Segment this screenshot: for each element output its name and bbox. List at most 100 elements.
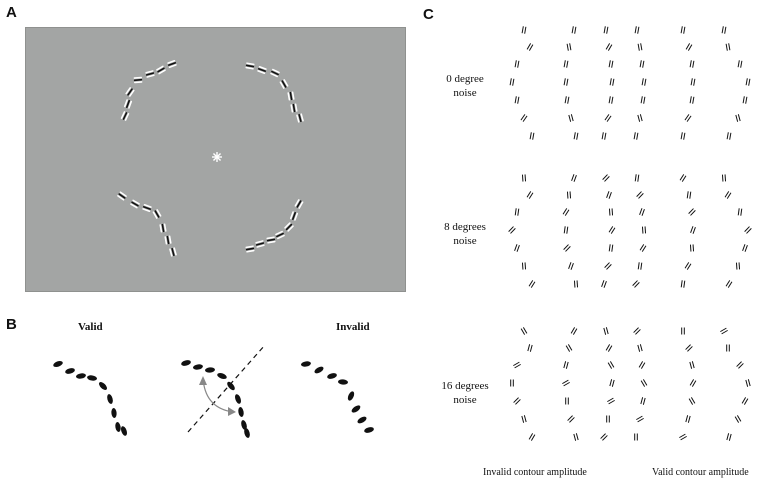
mirror-arrow-head-top [199, 376, 207, 385]
line-pair-s2-c1-r5 [514, 244, 520, 252]
line-pair-s1-c5-r7 [680, 132, 686, 140]
line-pair-s1-c1-r2 [526, 43, 534, 51]
pair-stroke [633, 327, 639, 333]
line-pair-s3-c1-r1 [520, 327, 528, 335]
line-pair-s2-c1-r1 [521, 174, 527, 182]
line-pair-s1-c5-r1 [680, 26, 686, 34]
gabor-stripe [292, 103, 296, 113]
gabor-stripe [267, 240, 276, 244]
pair-stroke [563, 244, 569, 250]
pair-stroke [737, 114, 741, 122]
pair-stroke [522, 115, 528, 122]
pair-stroke [720, 327, 727, 333]
pair-stroke [744, 226, 750, 232]
pair-stroke [686, 115, 692, 122]
pair-stroke [680, 26, 683, 34]
pair-stroke [569, 417, 575, 423]
invalid-contour-element-2 [314, 366, 324, 374]
gabor-element-arc4-7 [245, 245, 255, 253]
pair-stroke [691, 380, 697, 387]
gabor-stripe [127, 88, 133, 96]
gabor-stripe [270, 72, 278, 78]
gabor-stripe [161, 223, 165, 233]
stimulus-display [25, 27, 406, 292]
panel-letter-b: B [6, 316, 17, 333]
pair-stroke [508, 226, 514, 232]
line-pair-s3-c1-r3 [513, 361, 521, 369]
line-pair-s3-c1-r2 [527, 344, 533, 352]
pair-stroke [528, 433, 534, 440]
pair-stroke [576, 132, 579, 140]
gabor-stripe [159, 224, 163, 233]
line-pair-s2-c3-r5 [608, 244, 614, 252]
pair-stroke [680, 132, 683, 140]
pair-stroke [727, 281, 733, 288]
pair-stroke [601, 132, 604, 140]
pair-stroke [639, 208, 643, 216]
line-pair-s1-c4-r4 [641, 78, 647, 86]
pair-stroke [639, 60, 642, 68]
pair-stroke [637, 344, 641, 352]
valid-amplitude-label: Valid contour amplitude [652, 467, 749, 478]
line-pair-s3-c1-r4 [510, 379, 514, 387]
pair-stroke [608, 244, 611, 252]
line-pair-s1-c3-r5 [608, 96, 614, 104]
pair-stroke [514, 363, 521, 369]
pair-stroke [726, 132, 729, 140]
gabor-stripe [290, 104, 294, 113]
pair-stroke [563, 361, 567, 369]
pair-stroke [510, 228, 516, 234]
line-pair-s3-c4-r1 [633, 327, 641, 335]
pair-stroke [573, 174, 577, 182]
gabor-stripe [257, 70, 266, 75]
pair-stroke [638, 193, 644, 199]
gabor-stripe [118, 193, 126, 199]
line-pair-s1-c1-r3 [514, 60, 520, 68]
gabor-element-arc2-7 [296, 113, 304, 123]
gabor-stripe [287, 225, 294, 232]
line-pair-s1-c4-r6 [637, 114, 643, 122]
pair-stroke [607, 397, 614, 403]
pair-stroke [570, 327, 576, 334]
gabor-stripe [245, 64, 255, 68]
pair-stroke [566, 43, 569, 51]
pair-stroke [734, 416, 740, 423]
line-pair-s2-c3-r7 [601, 280, 607, 288]
gabor-stripe [245, 247, 255, 251]
pair-stroke [634, 282, 640, 288]
gabor-element-arc3-6 [164, 235, 172, 245]
line-pair-s3-c1-r5 [513, 397, 521, 405]
line-pair-s2-c2-r6 [568, 262, 574, 270]
gabor-stripe [294, 212, 299, 221]
pair-stroke [690, 78, 693, 86]
pair-stroke [515, 399, 521, 405]
pair-stroke [574, 26, 577, 34]
noise-label-16: 16 degrees noise [441, 380, 489, 406]
construction-contour-element-3 [205, 367, 215, 373]
line-pair-s2-c3-r3 [608, 208, 614, 216]
gabor-element-arc3-7 [169, 247, 177, 257]
pair-stroke [572, 328, 578, 335]
pair-stroke [564, 209, 570, 216]
valid-contour-element-1 [53, 361, 63, 367]
gabor-stripe [289, 91, 293, 101]
gabor-element-arc1-6 [123, 99, 133, 109]
gabor-stripe [120, 111, 126, 119]
gabor-element-arc4-3 [284, 222, 294, 232]
pair-stroke [611, 379, 615, 387]
pair-stroke [726, 433, 730, 441]
valid-contour-element-9 [121, 426, 127, 436]
line-pair-s3-c6-r5 [741, 397, 749, 405]
pair-stroke [528, 280, 534, 287]
pair-stroke [521, 415, 525, 423]
gabor-stripe [129, 89, 135, 97]
pair-stroke [605, 327, 609, 335]
line-pair-s1-c6-r5 [742, 96, 748, 104]
pair-stroke [643, 96, 646, 104]
line-pair-s3-c5-r1 [681, 327, 685, 335]
invalid-contour-element-8 [364, 427, 374, 433]
gabor-element-arc4-6 [255, 240, 265, 248]
invalid-contour-element-4 [338, 379, 348, 385]
gabor-stripe [124, 113, 130, 121]
gabor-stripe [146, 74, 155, 78]
